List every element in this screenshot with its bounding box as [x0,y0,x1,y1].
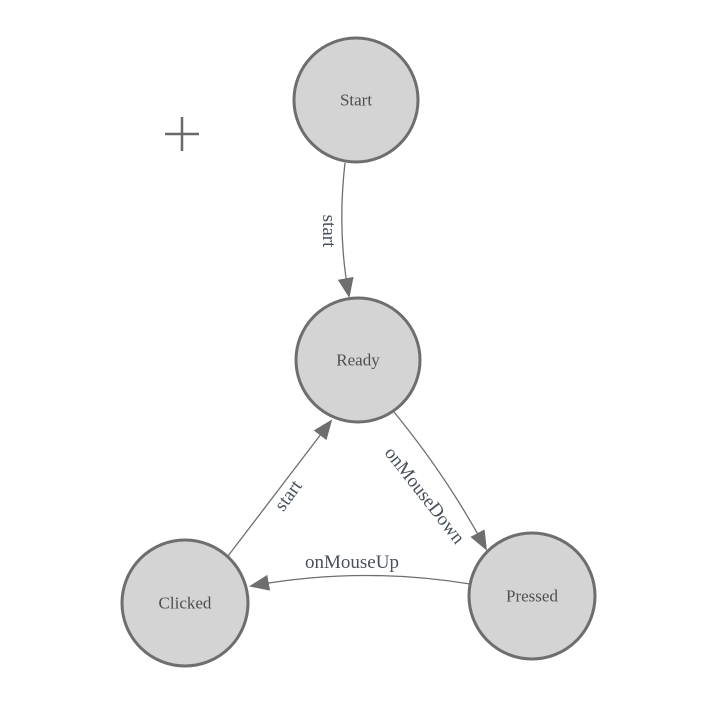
state-label: Pressed [506,587,558,606]
state-circle[interactable] [467,531,597,661]
edge-label[interactable]: onMouseUp [305,552,399,573]
edge-ready-to-pressed[interactable]: onMouseDown [380,411,487,551]
edge-line[interactable] [337,162,354,298]
state-node-start[interactable]: Start [292,36,420,164]
state-node-pressed[interactable]: Pressed [467,531,597,661]
edge-line[interactable] [393,411,487,551]
edge-clicked-to-ready[interactable]: start [227,419,333,557]
edge-pressed-to-clicked[interactable]: onMouseUp [249,552,471,591]
state-node-clicked[interactable]: Clicked [120,538,250,668]
state-label: Start [340,91,372,110]
edge-line[interactable] [227,419,333,557]
edge-line[interactable] [249,574,471,591]
edge-label[interactable]: start [318,215,339,248]
state-label: Clicked [159,594,212,613]
edge-label[interactable]: onMouseDown [380,443,469,549]
edge-label[interactable]: start [270,476,307,515]
state-circle[interactable] [120,538,250,668]
state-circle[interactable] [292,36,420,164]
state-label: Ready [336,351,380,370]
origin-crosshair-icon [165,117,199,151]
state-circle[interactable] [294,296,422,424]
edge-start-to-ready[interactable]: start [318,162,354,298]
state-node-ready[interactable]: Ready [294,296,422,424]
